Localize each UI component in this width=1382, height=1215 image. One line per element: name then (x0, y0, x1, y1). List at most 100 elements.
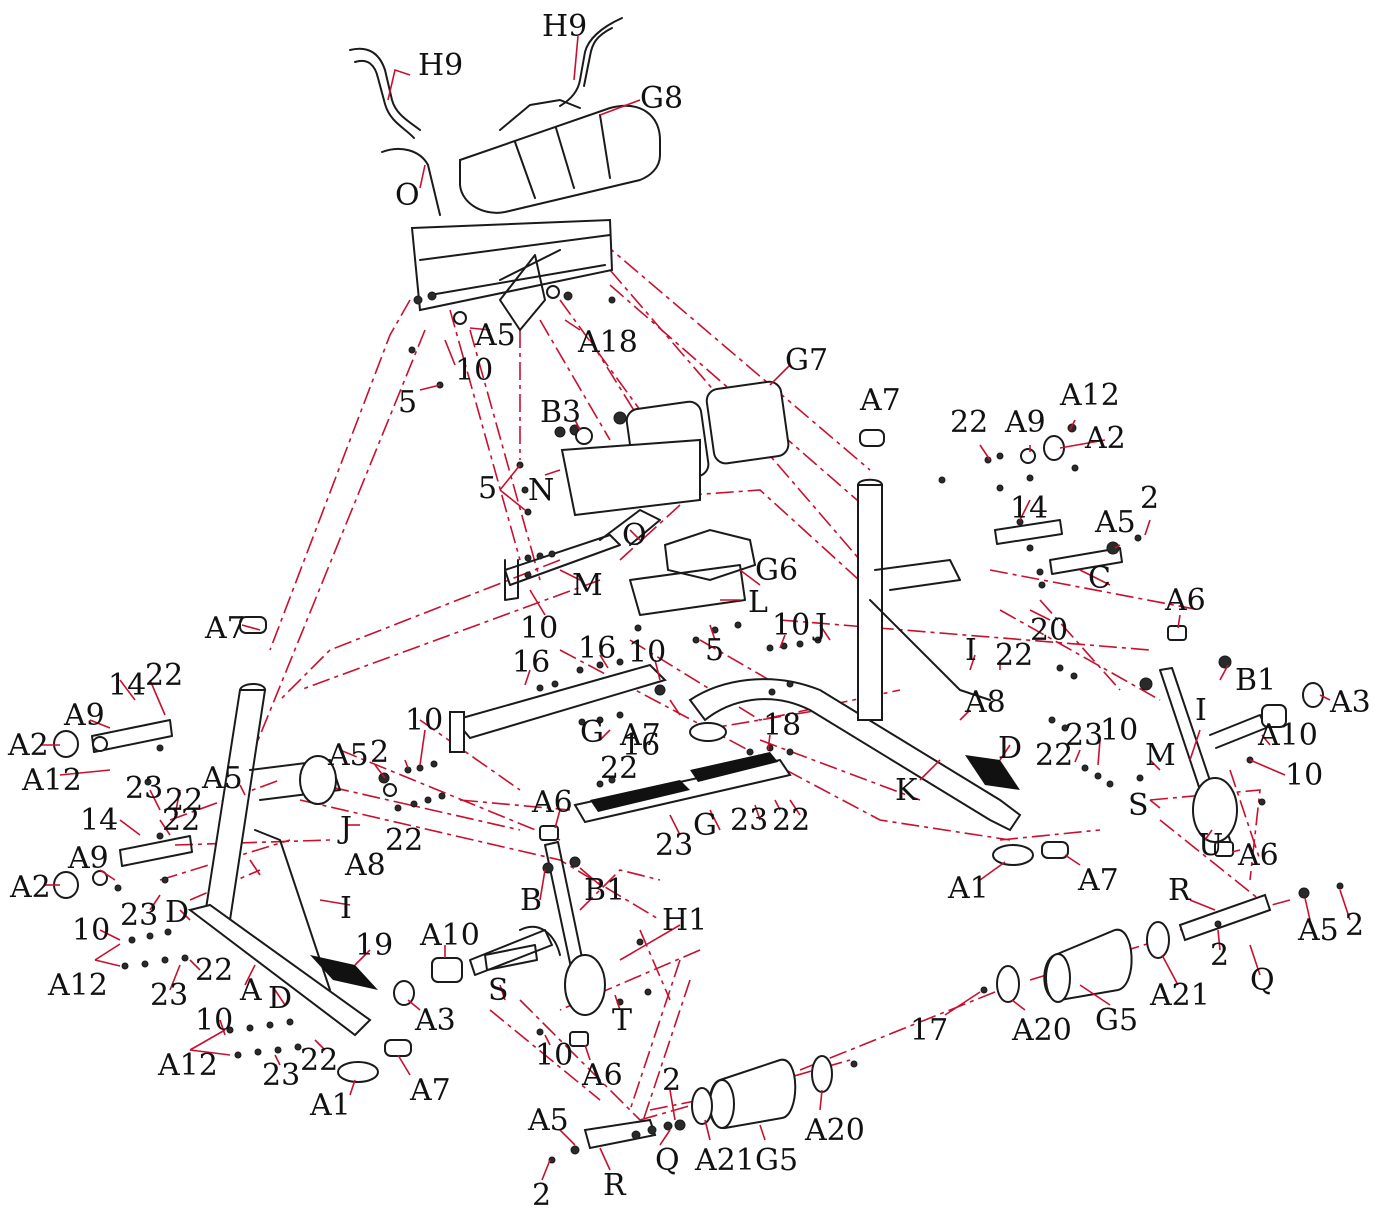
washer-a3-right (1302, 682, 1324, 708)
part-label: A3 (1329, 685, 1371, 720)
bracket-n (560, 438, 701, 517)
part-label: A7 (619, 718, 661, 753)
part-label: A5 (1297, 913, 1339, 948)
part-label: A20 (804, 1113, 865, 1148)
part-label: 2 (1210, 938, 1229, 973)
part-label: A8 (344, 848, 386, 883)
washer-a2-left-upper (53, 730, 79, 758)
part-label: A3 (414, 1003, 456, 1038)
bar-o-left (381, 147, 441, 216)
part-label: 2 (1345, 908, 1364, 943)
part-label: 10 (1285, 758, 1323, 793)
part-label: 10 (405, 703, 443, 738)
frame-k-curve (688, 678, 1022, 832)
disk-a21-right (1146, 921, 1170, 959)
part-label: 22 (950, 405, 988, 440)
part-label: C (1088, 561, 1111, 596)
part-label: B1 (1235, 663, 1276, 698)
part-label: D (998, 731, 1022, 766)
part-label: S (1128, 788, 1149, 823)
cap-a7-left-lower (384, 1039, 412, 1057)
part-label: B1 (584, 873, 625, 908)
part-label: A10 (1257, 718, 1318, 753)
part-label: N (528, 473, 554, 508)
part-label: 23 (655, 828, 693, 863)
part-label: O (622, 518, 647, 553)
part-label: H9 (542, 9, 587, 44)
handle-h9-left-inner (354, 59, 415, 139)
frame-a-base (187, 903, 372, 1037)
part-label: 10 (520, 611, 558, 646)
part-label: G (693, 808, 717, 843)
part-label: S (488, 973, 509, 1008)
component-outlines (53, 17, 1344, 1164)
part-label: 5 (705, 633, 724, 668)
assembly-guide-lines (159, 239, 1291, 1131)
part-label: 23 (150, 978, 188, 1013)
tread-right (965, 755, 1020, 790)
part-label: A12 (157, 1048, 218, 1083)
part-label: O (395, 178, 420, 213)
washers (92, 285, 1036, 886)
part-label: A1 (947, 871, 989, 906)
part-label: Q (655, 1143, 680, 1178)
part-label: M (1145, 738, 1176, 773)
part-label: 16 (512, 645, 550, 680)
part-label: 2 (662, 1063, 681, 1098)
cap-a6-right-lower (1214, 841, 1234, 857)
part-label: I (340, 891, 352, 926)
frame-k-post (857, 484, 883, 721)
part-label: A18 (577, 325, 638, 360)
part-label: 23 (120, 898, 158, 933)
cap-a7-post-right (859, 429, 885, 447)
part-label: 23 (730, 803, 768, 838)
part-label: A1 (309, 1088, 351, 1123)
part-label: 10 (628, 635, 666, 670)
part-label: A21 (1149, 978, 1210, 1013)
cap-a6-lower (569, 1031, 589, 1047)
pad-g7-right (705, 380, 790, 465)
hardware-dots (114, 285, 1344, 1164)
part-label: A6 (531, 785, 573, 820)
part-label: 23 (262, 1058, 300, 1093)
part-label: A (239, 973, 262, 1008)
pad-g8 (459, 104, 661, 214)
lever-r-lower (583, 1118, 657, 1150)
part-label: 18 (763, 708, 801, 743)
part-label: B (520, 883, 542, 918)
part-label: M (572, 568, 603, 603)
part-label: A21 (694, 1143, 755, 1178)
part-label: A7 (1077, 863, 1119, 898)
tread-19 (310, 955, 378, 990)
part-label: 2 (370, 735, 389, 770)
part-label: A2 (1084, 421, 1126, 456)
cap-a7-right-lower (1041, 841, 1069, 859)
part-label: I (1195, 693, 1207, 728)
part-label: 5 (398, 385, 417, 420)
lever-r-right (1178, 893, 1272, 942)
pad-g6 (663, 528, 757, 582)
handle-h9-right (559, 17, 623, 107)
part-label: H1 (662, 903, 707, 938)
part-label: 10 (72, 913, 110, 948)
part-label: R (1168, 873, 1192, 908)
part-label: A5 (527, 1103, 569, 1138)
handle-h1 (519, 925, 561, 956)
part-label: 16 (622, 728, 660, 763)
part-label: 5 (478, 471, 497, 506)
part-label: A5 (474, 318, 516, 353)
part-label: 2 (532, 1178, 551, 1213)
sleeve-a10-right (1261, 704, 1287, 728)
disk-a20-lower (811, 1055, 833, 1093)
part-label: 14 (1010, 491, 1048, 526)
handle-h9-right-inner (583, 27, 613, 87)
part-label: A8 (964, 685, 1006, 720)
label-leader-lines (40, 35, 1351, 1181)
part-label: G5 (1095, 1003, 1138, 1038)
part-label: 20 (1030, 613, 1068, 648)
part-label: A20 (1011, 1013, 1072, 1048)
handle-h9-left (349, 47, 421, 131)
part-label: G5 (755, 1143, 798, 1178)
